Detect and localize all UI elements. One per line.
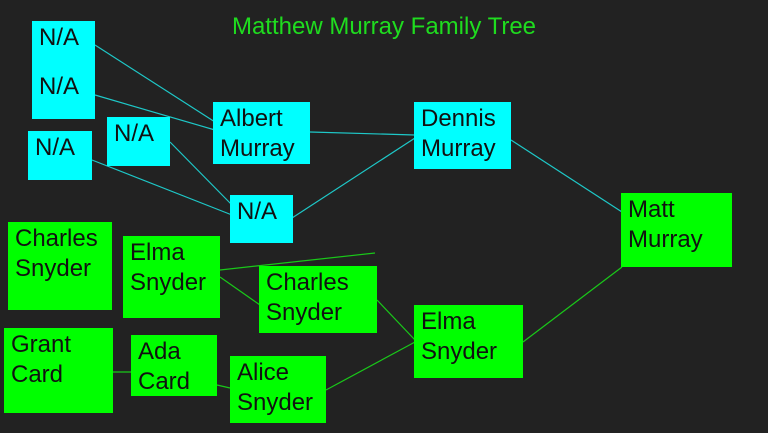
na-label: N/A	[39, 73, 80, 100]
first-name: Matt	[628, 196, 675, 223]
last-name: Murray	[220, 135, 295, 162]
first-name: Grant	[11, 331, 72, 358]
first-name: Elma	[130, 239, 185, 266]
last-name: Snyder	[237, 389, 314, 416]
na-label: N/A	[35, 134, 76, 161]
na-box-1[interactable]: N/A	[32, 21, 95, 70]
elma-snyder-sr-box[interactable]: Elma Snyder	[123, 236, 220, 318]
link-elma-sr-stray	[219, 252, 376, 271]
charles-snyder-jr-box[interactable]: Charles Snyder	[259, 266, 377, 333]
link-na3-na5	[169, 141, 233, 206]
link-charles-jr-elma-jr	[376, 299, 416, 341]
link-ada-alice	[216, 384, 231, 389]
grant-card-box[interactable]: Grant Card	[4, 328, 113, 413]
first-name: Dennis	[421, 105, 496, 132]
last-name: Card	[11, 361, 64, 388]
alice-snyder-box[interactable]: Alice Snyder	[230, 356, 326, 423]
matt-murray-box[interactable]: Matt Murray	[621, 193, 732, 267]
last-name: Snyder	[130, 269, 207, 296]
na-box-5[interactable]: N/A	[230, 195, 293, 243]
link-alice-elma-jr	[325, 341, 416, 391]
last-name: Snyder	[266, 299, 343, 326]
elma-snyder-jr-box[interactable]: Elma Snyder	[414, 305, 523, 378]
na-label: N/A	[114, 120, 155, 147]
link-na2-albert	[94, 94, 216, 131]
albert-murray-box[interactable]: Albert Murray	[213, 102, 310, 164]
na-box-4[interactable]: N/A	[28, 131, 92, 180]
link-na4-na5	[91, 159, 233, 216]
link-na5-dennis	[291, 137, 416, 219]
link-elma-jr-matt	[522, 266, 623, 343]
first-name: Charles	[266, 269, 349, 296]
na-box-2[interactable]: N/A	[32, 70, 95, 119]
link-albert-dennis	[309, 131, 416, 136]
na-label: N/A	[39, 24, 80, 51]
ada-card-box[interactable]: Ada Card	[131, 335, 217, 396]
first-name: Elma	[421, 308, 476, 335]
first-name: Albert	[220, 105, 283, 132]
last-name: Card	[138, 368, 191, 395]
na-box-3[interactable]: N/A	[107, 117, 170, 166]
na-label: N/A	[237, 198, 278, 225]
link-na1-albert	[94, 44, 216, 123]
dennis-murray-box[interactable]: Dennis Murray	[414, 102, 511, 169]
charles-snyder-sr-box[interactable]: Charles Snyder	[8, 222, 112, 310]
first-name: Charles	[15, 225, 98, 252]
link-dennis-matt	[510, 139, 623, 213]
last-name: Snyder	[15, 255, 92, 282]
last-name: Snyder	[421, 338, 498, 365]
diagram-title: Matthew Murray Family Tree	[231, 13, 537, 40]
last-name: Murray	[628, 226, 703, 253]
last-name: Murray	[421, 135, 496, 162]
first-name: Alice	[237, 359, 290, 386]
link-elma-sr-charles-jr	[219, 276, 261, 306]
first-name: Ada	[138, 338, 181, 365]
